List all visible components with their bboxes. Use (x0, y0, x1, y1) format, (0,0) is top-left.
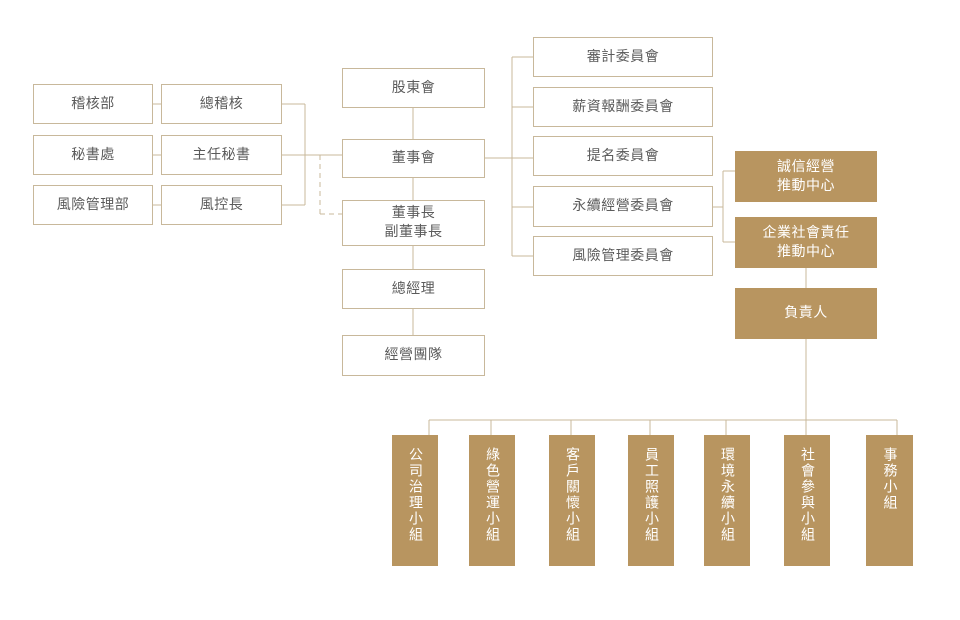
group-corporate-governance: 公司治理小組 (392, 435, 438, 566)
president-box: 總經理 (342, 269, 485, 309)
integrity-center-box: 誠信經營 推動中心 (735, 151, 877, 202)
risk-mgmt-dept-box: 風險管理部 (33, 185, 153, 225)
group-green-operations: 綠色營運小組 (469, 435, 515, 566)
group-employee-care: 員工照護小組 (628, 435, 674, 566)
compensation-committee-box: 薪資報酬委員會 (533, 87, 713, 127)
secretariat-label: 秘書處 (71, 146, 115, 163)
management-team-box: 經營團隊 (342, 335, 485, 376)
group-customer-care-label: 客戶關懷小組 (564, 447, 580, 543)
integrity-center-line2: 推動中心 (777, 177, 835, 194)
csr-center-box: 企業社會責任 推動中心 (735, 217, 877, 268)
nomination-committee-label: 提名委員會 (586, 147, 660, 164)
chief-secretary-box: 主任秘書 (161, 135, 282, 175)
compensation-committee-label: 薪資報酬委員會 (572, 98, 674, 115)
board-of-directors-box: 董事會 (342, 139, 485, 178)
group-corporate-governance-label: 公司治理小組 (407, 447, 423, 543)
audit-dept-label: 稽核部 (71, 95, 115, 112)
risk-committee-box: 風險管理委員會 (533, 236, 713, 276)
chief-secretary-label: 主任秘書 (192, 146, 251, 163)
secretariat-box: 秘書處 (33, 135, 153, 175)
management-team-label: 經營團隊 (384, 347, 443, 363)
risk-committee-label: 風險管理委員會 (572, 247, 674, 264)
group-environmental-sustainability-label: 環境永續小組 (719, 447, 735, 543)
chairman-box: 董事長 副董事長 (342, 200, 485, 246)
responsible-person-box: 負責人 (735, 288, 877, 339)
chairman-label: 董事長 (391, 205, 436, 221)
audit-dept-box: 稽核部 (33, 84, 153, 124)
chief-auditor-label: 總稽核 (199, 95, 244, 112)
shareholders-meeting-box: 股東會 (342, 68, 485, 108)
audit-committee-box: 審計委員會 (533, 37, 713, 77)
csr-center-line2: 推動中心 (777, 243, 835, 260)
board-of-directors-label: 董事會 (391, 150, 436, 166)
integrity-center-line1: 誠信經營 (777, 158, 835, 175)
csr-center-line1: 企業社會責任 (762, 224, 850, 241)
chief-risk-officer-box: 風控長 (161, 185, 282, 225)
group-social-participation-label: 社會參與小組 (799, 447, 815, 543)
responsible-person-label: 負責人 (784, 305, 828, 321)
chief-auditor-box: 總稽核 (161, 84, 282, 124)
group-environmental-sustainability: 環境永續小組 (704, 435, 750, 566)
risk-mgmt-dept-label: 風險管理部 (56, 196, 130, 213)
group-customer-care: 客戶關懷小組 (549, 435, 595, 566)
group-affairs-label: 事務小組 (881, 447, 898, 511)
shareholders-meeting-label: 股東會 (391, 79, 436, 96)
sustainability-committee-label: 永續經營委員會 (572, 198, 674, 214)
group-green-operations-label: 綠色營運小組 (484, 447, 500, 543)
sustainability-committee-box: 永續經營委員會 (533, 186, 713, 227)
vice-chairman-label: 副董事長 (384, 224, 443, 240)
nomination-committee-box: 提名委員會 (533, 136, 713, 176)
group-social-participation: 社會參與小組 (784, 435, 830, 566)
chief-risk-officer-label: 風控長 (199, 196, 244, 213)
president-label: 總經理 (391, 280, 436, 297)
group-affairs: 事務小組 (866, 435, 913, 566)
group-employee-care-label: 員工照護小組 (643, 447, 659, 543)
audit-committee-label: 審計委員會 (586, 48, 660, 65)
